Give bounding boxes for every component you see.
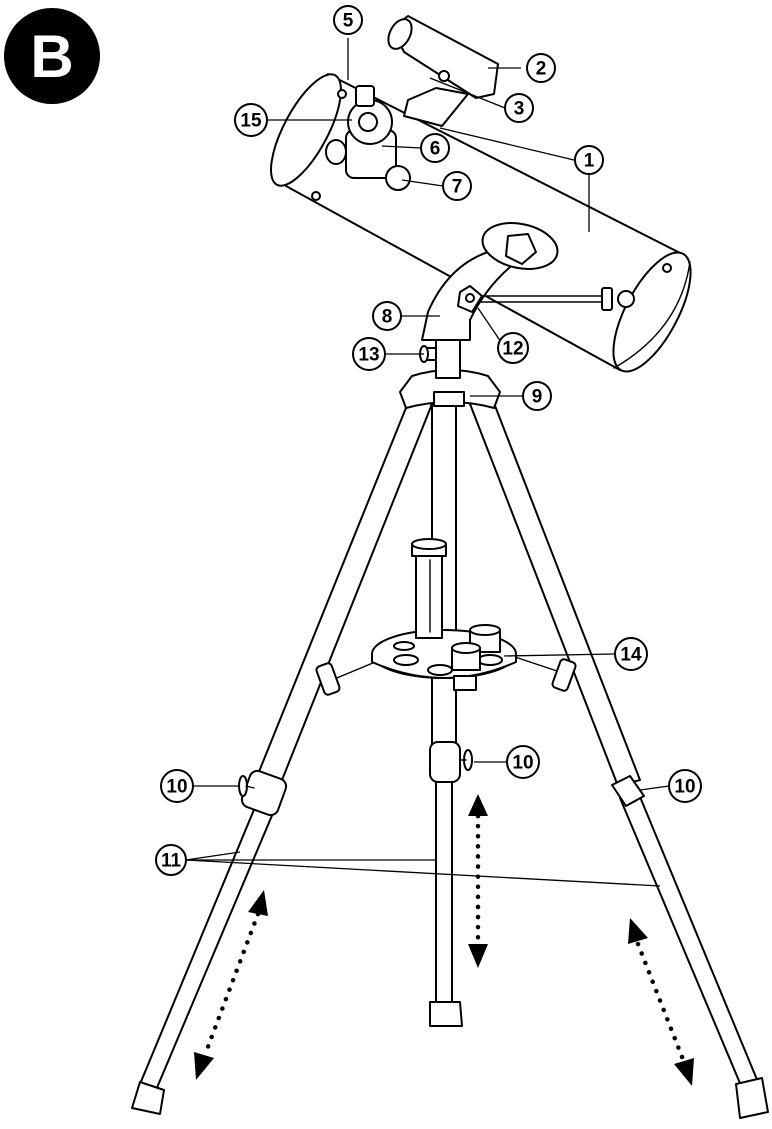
callout-10-center: 10 <box>506 745 540 779</box>
callout-6-label: 6 <box>430 139 441 160</box>
callout-10-center-label: 10 <box>512 753 533 774</box>
extend-arrow-right <box>628 918 694 1086</box>
callout-12-label: 12 <box>502 339 523 360</box>
tripod-head <box>399 337 501 409</box>
callout-7-label: 7 <box>452 177 463 198</box>
callout-14-label: 14 <box>620 645 642 666</box>
callout-8-label: 8 <box>382 307 393 328</box>
callout-5: 5 <box>333 5 363 35</box>
callout-10-right-label: 10 <box>674 777 695 798</box>
leader-lines <box>185 38 670 887</box>
focuser <box>325 85 411 191</box>
callout-11: 11 <box>155 844 187 876</box>
callout-9: 9 <box>522 381 552 411</box>
figure-label: B <box>30 22 74 90</box>
callout-1: 1 <box>574 145 604 175</box>
alt-az-mount <box>419 222 635 363</box>
callout-1-label: 1 <box>584 151 595 172</box>
callout-13: 13 <box>352 337 386 371</box>
callout-2-label: 2 <box>536 59 547 80</box>
finder-scope <box>387 15 499 127</box>
extend-arrow-left <box>194 890 268 1080</box>
callout-5-label: 5 <box>343 11 354 32</box>
callout-12: 12 <box>497 332 529 364</box>
callout-8: 8 <box>372 301 402 331</box>
callout-15: 15 <box>234 103 268 137</box>
callout-3: 3 <box>504 93 534 123</box>
callout-14: 14 <box>614 637 648 671</box>
callout-7: 7 <box>442 171 472 201</box>
callout-9-label: 9 <box>532 387 543 408</box>
extend-arrow-center <box>468 794 488 968</box>
accessory-tray <box>315 538 577 696</box>
callout-2: 2 <box>526 53 556 83</box>
callout-10-left-label: 10 <box>166 777 187 798</box>
callout-3-label: 3 <box>514 99 525 120</box>
telescope-optical-tube <box>270 73 692 373</box>
figure-label-badge: B <box>4 8 100 104</box>
callout-13-label: 13 <box>358 345 379 366</box>
callout-6: 6 <box>420 133 450 163</box>
tripod-left-leg <box>131 397 433 1115</box>
callout-10-left: 10 <box>160 769 194 803</box>
leg-lock-knob <box>238 749 473 797</box>
callout-10-right: 10 <box>668 769 702 803</box>
callout-11-label: 11 <box>161 851 182 872</box>
tripod-center-leg <box>429 403 463 1027</box>
callout-15-label: 15 <box>240 111 262 132</box>
